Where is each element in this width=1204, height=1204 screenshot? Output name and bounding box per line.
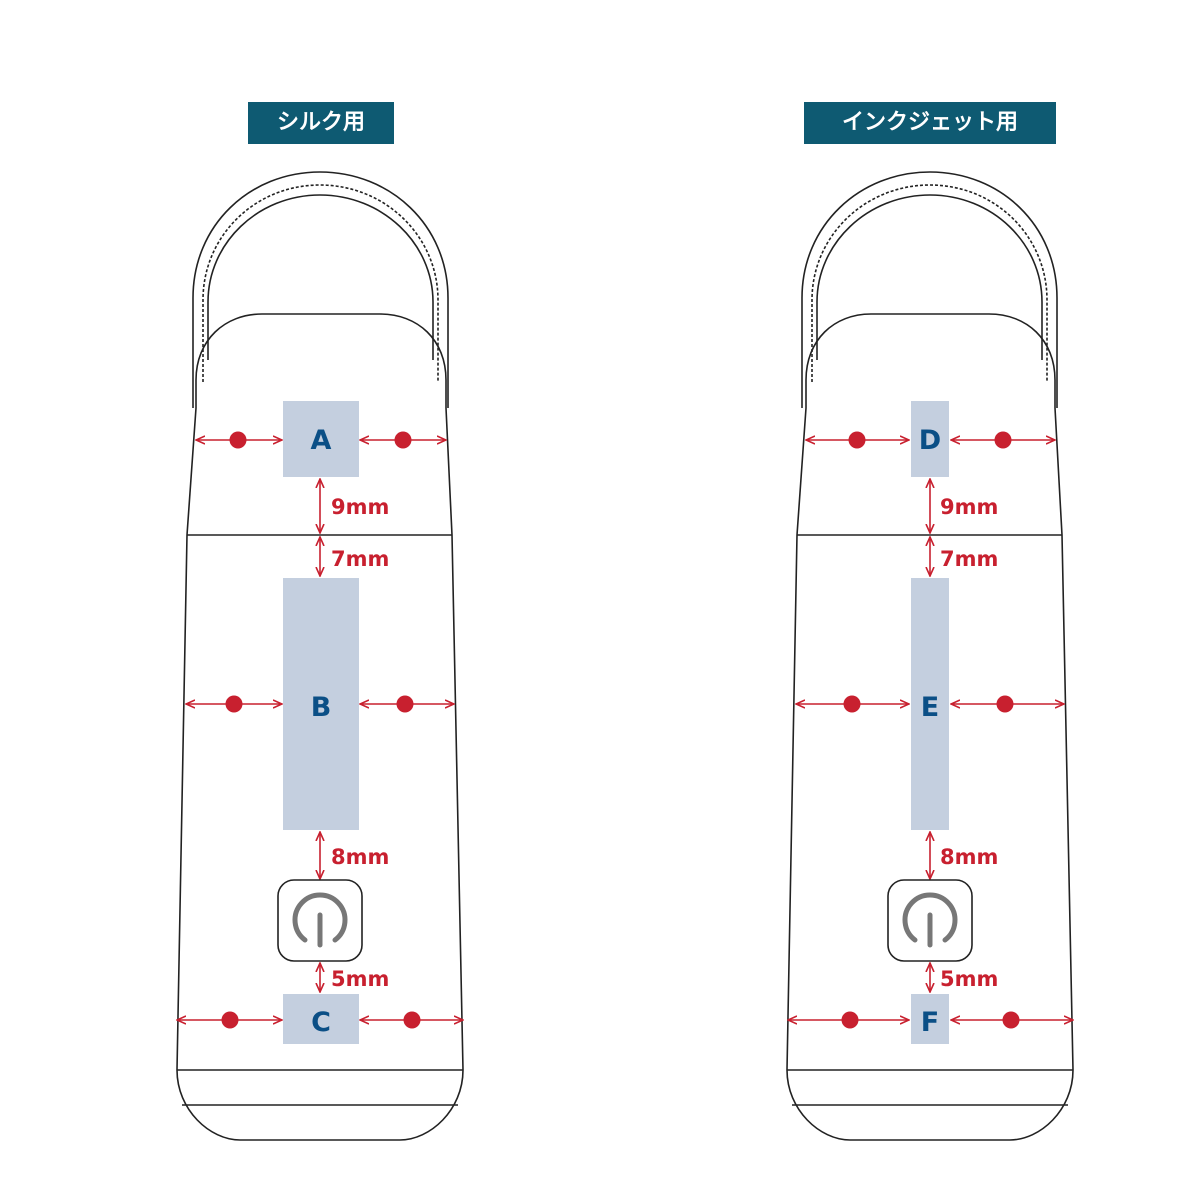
- print-area-d: [911, 401, 949, 477]
- power-button-icon: [887, 879, 973, 962]
- silk-distance-seam-to-b: 7mm: [331, 547, 389, 571]
- silk-distance-button-to-c: 5mm: [331, 967, 389, 991]
- inkjet-bottle-body: [786, 313, 1074, 1141]
- power-button-icon: [277, 879, 363, 962]
- print-area-f: [911, 994, 949, 1044]
- print-area-a: [283, 401, 359, 477]
- print-area-f-label: F: [921, 1007, 939, 1038]
- inkjet-distance-d-to-seam: 9mm: [940, 495, 998, 519]
- inkjet-horizontal-arrows: [788, 431, 1073, 1029]
- inkjet-title-badge: インクジェット用: [804, 102, 1056, 144]
- inkjet-distance-button-to-f: 5mm: [940, 967, 998, 991]
- print-area-e: [911, 578, 949, 830]
- print-area-b: [283, 578, 359, 830]
- silk-distance-b-to-button: 8mm: [331, 845, 389, 869]
- silk-handle: [192, 171, 449, 408]
- print-area-c-label: C: [311, 1007, 331, 1038]
- inkjet-distance-seam-to-e: 7mm: [940, 547, 998, 571]
- print-area-d-label: D: [919, 425, 941, 456]
- print-area-e-label: E: [921, 692, 939, 723]
- silk-horizontal-arrows: [177, 431, 463, 1029]
- print-area-b-label: B: [311, 692, 332, 723]
- print-area-a-label: A: [311, 425, 332, 456]
- silk-title-badge: シルク用: [248, 102, 394, 144]
- print-area-c: [283, 994, 359, 1044]
- inkjet-distance-e-to-button: 8mm: [940, 845, 998, 869]
- silk-bottle-body: [176, 313, 464, 1141]
- inkjet-handle: [801, 171, 1058, 408]
- silk-panel: A B C 9mm 7mm 8mm 5mm: [176, 171, 464, 1141]
- inkjet-panel: D E F 9mm 7mm 8mm 5mm: [786, 171, 1074, 1141]
- silk-distance-a-to-seam: 9mm: [331, 495, 389, 519]
